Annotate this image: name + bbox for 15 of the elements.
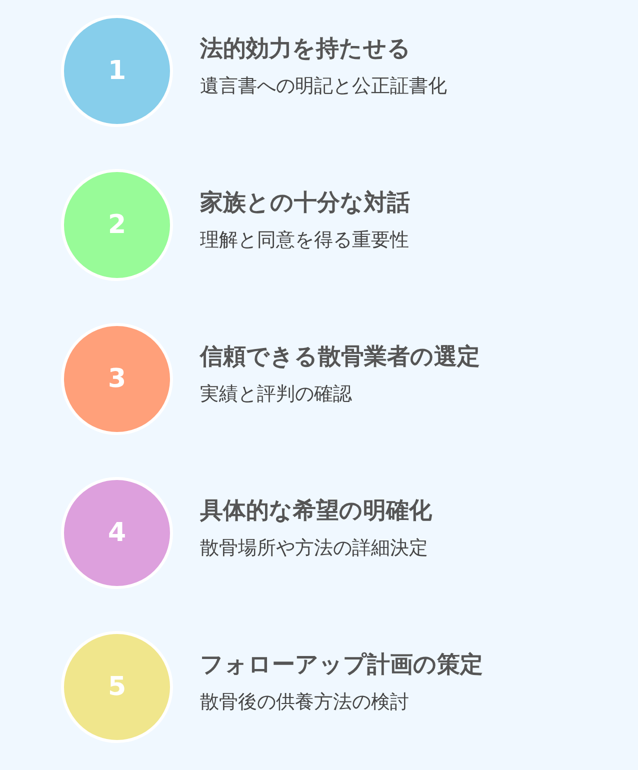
step-description: 散骨後の供養方法の検討 — [200, 690, 409, 715]
step-title: フォローアップ計画の策定 — [200, 651, 483, 680]
step-number: 5 — [108, 672, 126, 702]
step-description: 散骨場所や方法の詳細決定 — [200, 536, 428, 561]
step-title: 法的効力を持たせる — [200, 35, 411, 64]
step-number: 4 — [108, 518, 126, 548]
step-number: 1 — [108, 56, 126, 86]
step-description: 理解と同意を得る重要性 — [200, 228, 409, 253]
step-title: 信頼できる散骨業者の選定 — [200, 343, 480, 372]
step-title: 具体的な希望の明確化 — [200, 497, 432, 526]
step-description: 実績と評判の確認 — [200, 382, 352, 407]
step-title: 家族との十分な対話 — [200, 189, 410, 218]
step-number: 2 — [108, 210, 126, 240]
step-description: 遺言書への明記と公正証書化 — [200, 74, 447, 99]
step-number: 3 — [108, 364, 126, 394]
